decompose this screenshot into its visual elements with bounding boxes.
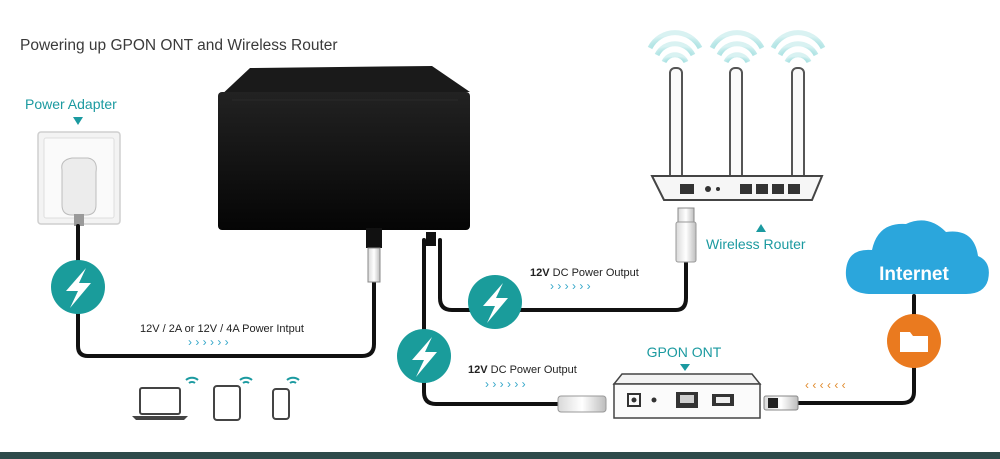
power-adapter: Power Adapter — [25, 96, 121, 226]
wifi-icon — [286, 376, 300, 384]
laptop — [132, 376, 199, 420]
folder-icon — [900, 332, 928, 352]
laptop-icon — [132, 387, 188, 420]
lightning-icon — [483, 283, 508, 323]
ont-icon — [612, 373, 762, 419]
folder-badge — [887, 314, 941, 368]
internet-cloud: Internet — [845, 220, 989, 294]
lightning-badge-ont — [397, 329, 451, 383]
wifi-icon — [239, 376, 253, 384]
phone — [272, 376, 300, 420]
ont-flow-arrows: › › › › › › — [485, 377, 526, 391]
ont-arrow-icon — [680, 364, 690, 371]
router-output-label: 12V DC Power Output — [530, 267, 639, 279]
gpon-ont-label: GPON ONT — [647, 344, 722, 360]
input-flow-arrows: › › › › › › — [188, 335, 229, 349]
power-adapter-label: Power Adapter — [25, 96, 117, 112]
phone-icon — [272, 388, 290, 420]
cloud-icon — [845, 220, 989, 294]
connectors — [366, 207, 799, 413]
ont-output-cable — [422, 238, 562, 406]
tablet-icon — [213, 385, 241, 421]
tablet — [213, 376, 253, 421]
cables — [76, 224, 916, 406]
internet-cable — [796, 358, 916, 405]
client-devices — [132, 376, 300, 421]
router-arrow-icon — [756, 224, 766, 232]
wifi-icon — [185, 376, 199, 384]
diagram-title: Powering up GPON ONT and Wireless Router — [20, 37, 338, 54]
power-adapter-arrow-icon — [73, 117, 83, 125]
wifi-signal-icons — [647, 30, 826, 64]
lightning-badge-input — [51, 260, 105, 314]
internet-label: Internet — [879, 264, 949, 285]
power-adapter-icon — [37, 131, 121, 226]
input-cable-label: 12V / 2A or 12V / 4A Power Intput — [140, 323, 304, 335]
router-flow-arrows: › › › › › › — [550, 279, 591, 293]
lightning-badge-router — [468, 275, 522, 329]
gpon-ont: GPON ONT — [612, 344, 762, 419]
router-icon — [650, 67, 824, 201]
bottom-border — [0, 452, 1000, 459]
lightning-icon — [412, 337, 437, 377]
input-cable — [76, 224, 376, 358]
ups-box — [218, 66, 470, 230]
ont-output-label: 12V DC Power Output — [468, 364, 577, 376]
lightning-icon — [66, 268, 91, 308]
internet-flow-arrows: ‹ ‹ ‹ ‹ ‹ ‹ — [805, 378, 846, 392]
wireless-router: Wireless Router — [647, 30, 826, 252]
router-output-cable — [438, 238, 688, 312]
wireless-router-label: Wireless Router — [706, 236, 806, 252]
